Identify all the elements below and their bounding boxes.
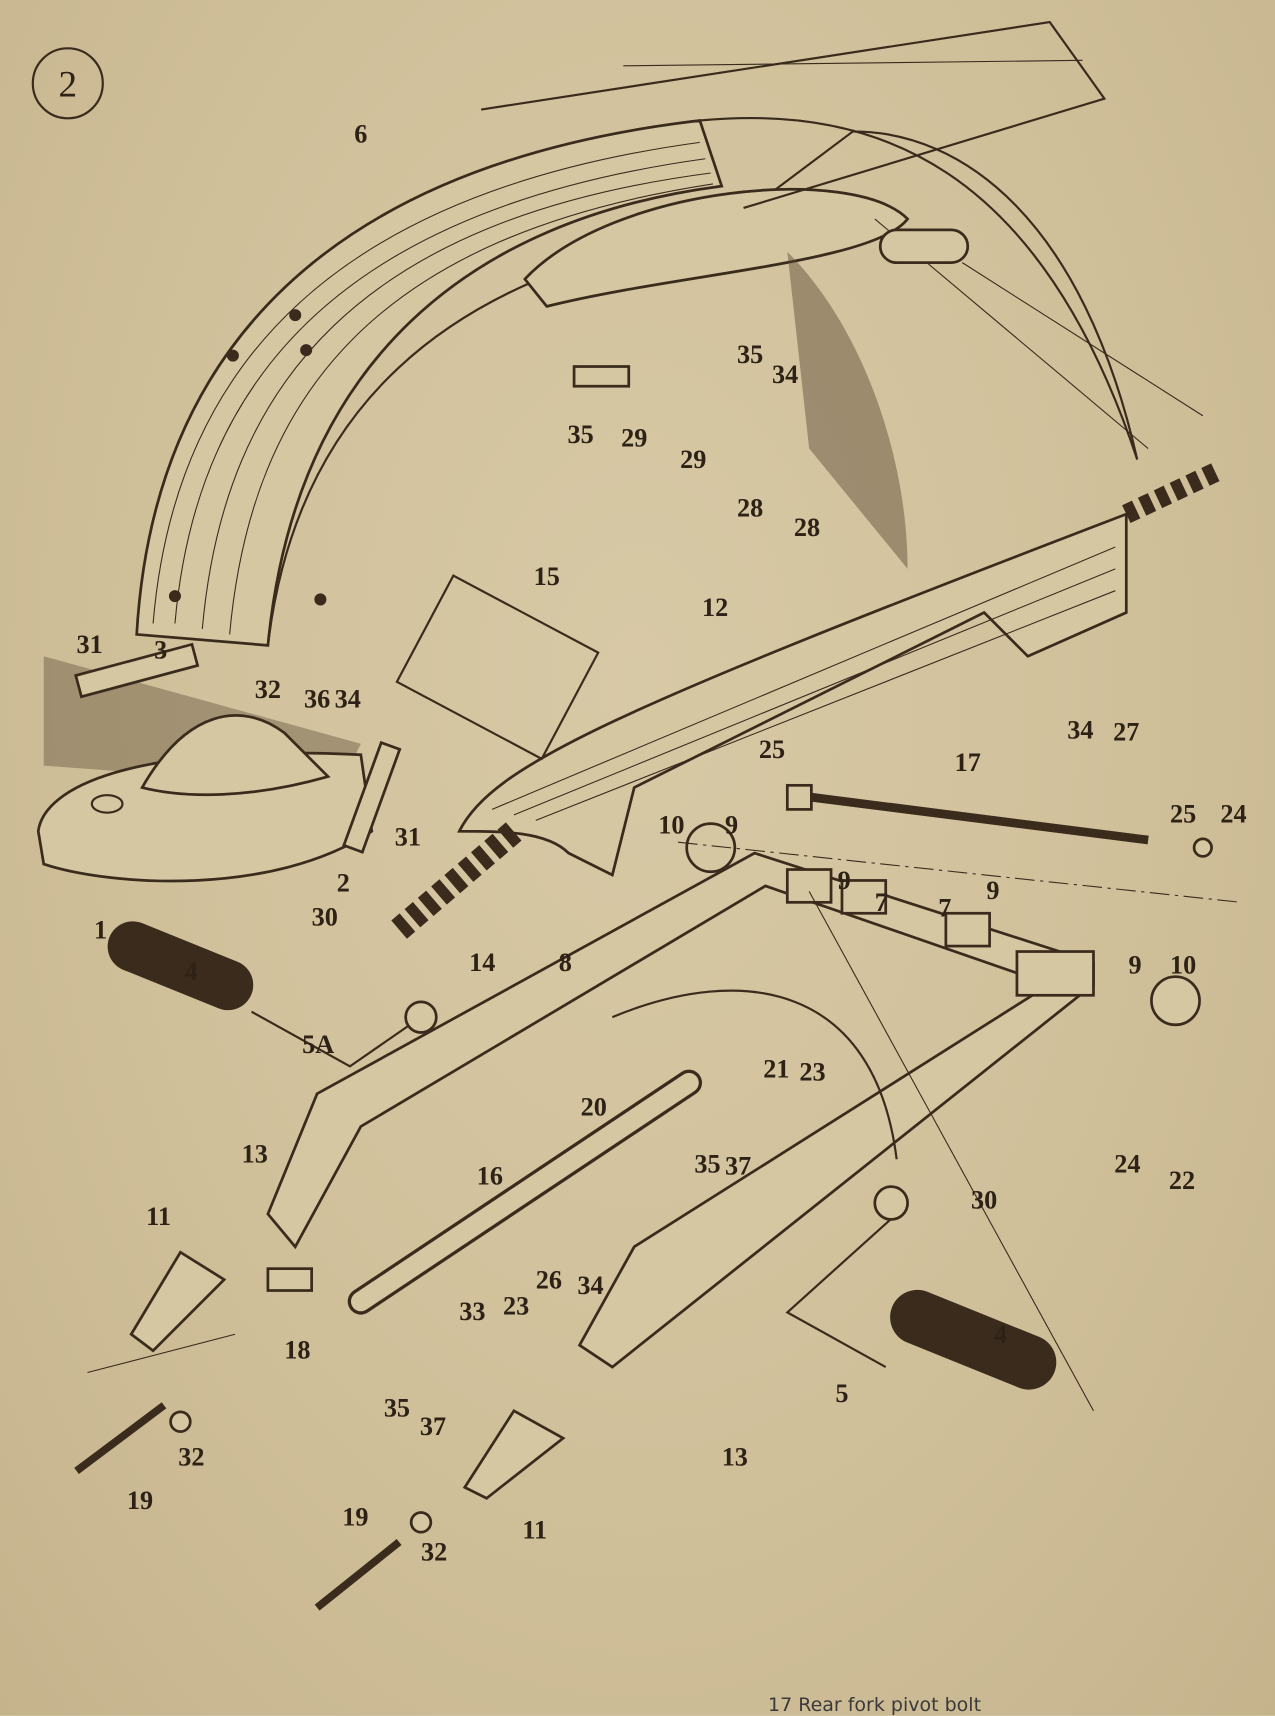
callout-part-4: 4 (185, 957, 198, 986)
legend-caption: 17 Rear fork pivot bolt (768, 1694, 982, 1716)
callout-part-36: 36 (304, 685, 330, 714)
callout-part-31: 31 (77, 630, 103, 659)
callout-part-24: 24 (1220, 800, 1246, 829)
callout-part-10: 10 (658, 810, 684, 839)
callout-part-34: 34 (335, 685, 361, 714)
callout-part-2: 2 (337, 868, 350, 897)
callout-part-32: 32 (255, 675, 281, 704)
callout-part-25: 25 (1170, 800, 1196, 829)
callout-part-35: 35 (694, 1149, 720, 1178)
callout-part-34: 34 (1067, 715, 1093, 744)
callout-part-10: 10 (1170, 950, 1196, 979)
callout-part-20: 20 (581, 1093, 607, 1122)
drive-chain (391, 461, 1224, 939)
callout-part-27: 27 (1113, 717, 1139, 746)
footrest-right (785, 1185, 1057, 1390)
callout-part-9: 9 (725, 810, 738, 839)
callout-part-18: 18 (284, 1335, 310, 1364)
callout-part-33: 33 (459, 1297, 485, 1326)
callout-part-32: 32 (178, 1442, 204, 1471)
callout-part-34: 34 (772, 360, 798, 389)
callout-part-6: 6 (354, 119, 367, 148)
callout-part-28: 28 (737, 493, 763, 522)
brake-torque-arm (347, 1069, 703, 1315)
chain-guard (457, 512, 1128, 877)
callout-part-12: 12 (702, 593, 728, 622)
callout-part-11: 11 (522, 1516, 547, 1545)
callout-part-37: 37 (725, 1152, 751, 1181)
callout-part-25: 25 (759, 735, 785, 764)
callout-part-34: 34 (577, 1271, 603, 1300)
footrest-left (36, 642, 438, 1068)
callout-part-24: 24 (1114, 1149, 1140, 1178)
callout-part-11: 11 (146, 1202, 171, 1231)
callout-part-28: 28 (794, 513, 820, 542)
callout-part-9: 9 (986, 876, 999, 905)
callout-part-17: 17 (955, 748, 981, 777)
callout-part-13: 13 (722, 1442, 748, 1471)
callout-part-3: 3 (154, 635, 167, 664)
callout-part-4: 4 (994, 1320, 1007, 1349)
callout-part-5: 5 (835, 1379, 848, 1408)
callout-part-35: 35 (384, 1393, 410, 1422)
callout-part-16: 16 (477, 1161, 503, 1190)
callout-part-9: 9 (838, 866, 851, 895)
callout-part-9: 9 (1128, 950, 1141, 979)
callout-part-19: 19 (127, 1486, 153, 1515)
callout-part-29: 29 (680, 445, 706, 474)
footrest-brackets (87, 1250, 566, 1500)
bolts (74, 365, 631, 1611)
rear-fork-pivot-bolt (785, 783, 1213, 858)
rear-swinging-arm (266, 822, 1242, 1412)
callout-part-7: 7 (875, 888, 888, 917)
callout-part-23: 23 (799, 1058, 825, 1087)
callout-part-5a: 5A (302, 1030, 334, 1059)
callout-part-8: 8 (559, 948, 572, 977)
rear-mudguard (135, 20, 1204, 647)
callout-part-35: 35 (568, 420, 594, 449)
callout-part-37: 37 (420, 1412, 446, 1441)
figure-number-badge: 2 (31, 47, 104, 120)
callout-part-32: 32 (421, 1538, 447, 1567)
figure-number: 2 (59, 64, 78, 105)
callout-part-14: 14 (469, 948, 495, 977)
callout-part-1: 1 (94, 915, 107, 944)
callout-part-23: 23 (503, 1292, 529, 1321)
callout-part-21: 21 (763, 1054, 789, 1083)
callout-part-35: 35 (737, 340, 763, 369)
callout-part-19: 19 (342, 1503, 368, 1532)
callout-part-22: 22 (1169, 1166, 1195, 1195)
callout-part-13: 13 (242, 1140, 268, 1169)
callout-part-7: 7 (938, 894, 951, 923)
callout-part-30: 30 (312, 902, 338, 931)
callout-part-31: 31 (395, 822, 421, 851)
callout-part-29: 29 (621, 423, 647, 452)
callout-part-26: 26 (536, 1265, 562, 1294)
callout-part-15: 15 (534, 562, 560, 591)
callout-part-30: 30 (971, 1186, 997, 1215)
